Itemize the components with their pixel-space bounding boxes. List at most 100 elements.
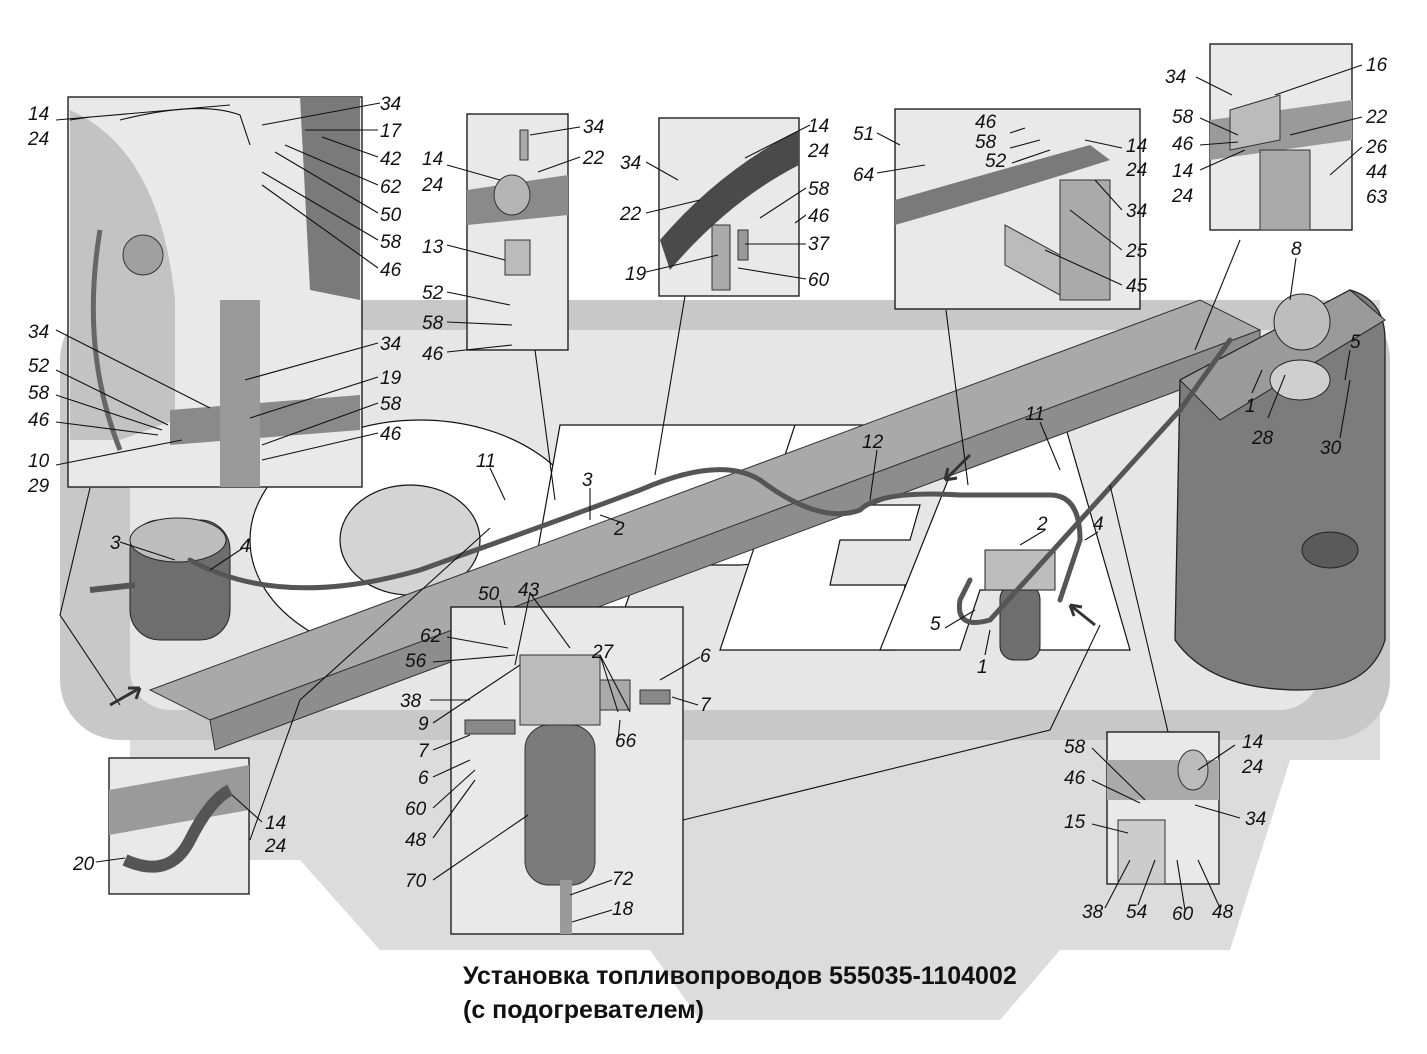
callout-label: 14 [1126, 136, 1147, 157]
callout-label: 62 [380, 177, 402, 198]
callout-label: 24 [807, 141, 829, 162]
callout-label: 52 [422, 283, 444, 304]
callout-label: 9 [418, 714, 429, 735]
callout-label: 58 [380, 232, 402, 253]
heater-canister-left [89, 517, 231, 641]
callout-label: 16 [1366, 55, 1388, 76]
direction-arrows [109, 453, 1096, 707]
callout-label: 58 [808, 179, 830, 200]
callout-label: 72 [612, 869, 634, 890]
callouts-inset-nut: 51 64 46 58 52 14 24 34 25 45 [853, 112, 1148, 297]
callout-label: 14 [422, 149, 443, 170]
callout-label: 43 [518, 580, 540, 601]
callout-label: 6 [700, 646, 711, 667]
callout-label: 22 [582, 148, 605, 169]
callout-label: 14 [1242, 732, 1263, 753]
callout-label: 64 [853, 165, 874, 186]
callout-label: 58 [380, 394, 402, 415]
callout-label: 14 [1172, 161, 1193, 182]
callout-label: 46 [1064, 768, 1086, 789]
callout-label: 50 [380, 205, 402, 226]
diagram-subtitle: (с подогревателем) [463, 996, 704, 1024]
callout-label: 46 [380, 260, 402, 281]
callout-label: 24 [421, 175, 443, 196]
callout-label: 70 [405, 871, 427, 892]
callout-label: 46 [975, 112, 997, 133]
callouts-inset-bracket: 14 24 34 22 58 46 37 19 60 [619, 116, 831, 291]
callout-label: 3 [582, 470, 593, 491]
callout-label: 6 [418, 768, 429, 789]
callout-label: 42 [380, 149, 402, 170]
callout-label: 14 [808, 116, 829, 137]
callout-label: 11 [476, 451, 496, 472]
diagram-title: Установка топливопроводов 555035-1104002 [463, 962, 1017, 990]
callout-label: 34 [380, 334, 401, 355]
callout-label: 24 [27, 129, 49, 150]
leader-lines [55, 64, 1363, 923]
callout-label: 22 [1365, 107, 1388, 128]
callouts-inset-top-right: 34 16 58 46 22 26 44 63 14 24 [1165, 55, 1388, 208]
callouts-inset-clamp: 34 22 14 24 13 52 58 46 [421, 117, 605, 365]
callout-label: 46 [422, 344, 444, 365]
callout-label: 48 [405, 830, 427, 851]
callout-label: 24 [264, 836, 286, 857]
callout-label: 26 [1365, 137, 1388, 158]
callout-label: 52 [28, 356, 50, 377]
inset-clamp [466, 113, 569, 351]
callout-label: 17 [380, 121, 403, 142]
callout-label: 58 [422, 313, 444, 334]
callout-label: 5 [930, 614, 941, 635]
callout-label: 54 [1126, 902, 1147, 923]
fuel-line-main [187, 337, 1233, 625]
callout-label: 5 [1350, 332, 1361, 353]
callout-label: 34 [620, 153, 641, 174]
callout-label: 58 [1172, 107, 1194, 128]
arrow-icon [1068, 603, 1096, 627]
callouts-inset-bottom-right: 58 14 24 46 34 15 38 54 60 48 [1064, 732, 1266, 925]
callout-label: 14 [265, 813, 286, 834]
arrow-icon [109, 686, 142, 707]
callout-label: 27 [591, 642, 615, 663]
callout-label: 1 [977, 657, 988, 678]
callout-label: 60 [1172, 904, 1194, 925]
callout-label: 20 [72, 854, 95, 875]
callout-label: 63 [1366, 187, 1388, 208]
callout-label: 58 [1064, 737, 1086, 758]
callout-label: 13 [422, 237, 444, 258]
callout-label: 8 [1291, 239, 1302, 260]
callout-label: 37 [808, 234, 831, 255]
callouts-main-view: 8 5 1 28 30 11 12 2 4 5 1 3 2 11 3 4 [110, 239, 1361, 678]
callout-label: 24 [1241, 757, 1263, 778]
callout-label: 10 [28, 451, 50, 472]
callout-label: 52 [985, 151, 1007, 172]
callout-label: 2 [1036, 514, 1048, 535]
callout-label: 24 [1125, 160, 1147, 181]
callout-label: 46 [1172, 134, 1194, 155]
callout-label: 18 [612, 899, 634, 920]
callout-label: 58 [975, 132, 997, 153]
callout-label: 19 [625, 264, 647, 285]
callout-label: 34 [583, 117, 604, 138]
callout-label: 2 [613, 519, 625, 540]
callout-label: 22 [619, 204, 642, 225]
callout-label: 14 [28, 104, 49, 125]
callout-label: 34 [380, 94, 401, 115]
callout-label: 4 [240, 536, 251, 557]
callout-label: 62 [420, 626, 442, 647]
callout-label: 7 [700, 695, 712, 716]
callout-label: 34 [1165, 67, 1186, 88]
callout-label: 48 [1212, 902, 1234, 923]
callout-label: 15 [1064, 812, 1086, 833]
callout-label: 7 [418, 741, 430, 762]
fuel-tank [1174, 289, 1386, 691]
callout-label: 30 [1320, 438, 1342, 459]
callouts-inset-top-left: 14 24 34 17 42 62 50 58 46 34 52 58 46 1… [27, 94, 403, 497]
callout-label: 12 [862, 432, 884, 453]
callout-label: 46 [380, 424, 402, 445]
callout-label: 28 [1251, 428, 1274, 449]
callout-label: 46 [28, 410, 50, 431]
callouts-inset-hose: 20 14 24 [72, 813, 286, 875]
callout-label: 38 [1082, 902, 1104, 923]
callout-label: 60 [405, 799, 427, 820]
